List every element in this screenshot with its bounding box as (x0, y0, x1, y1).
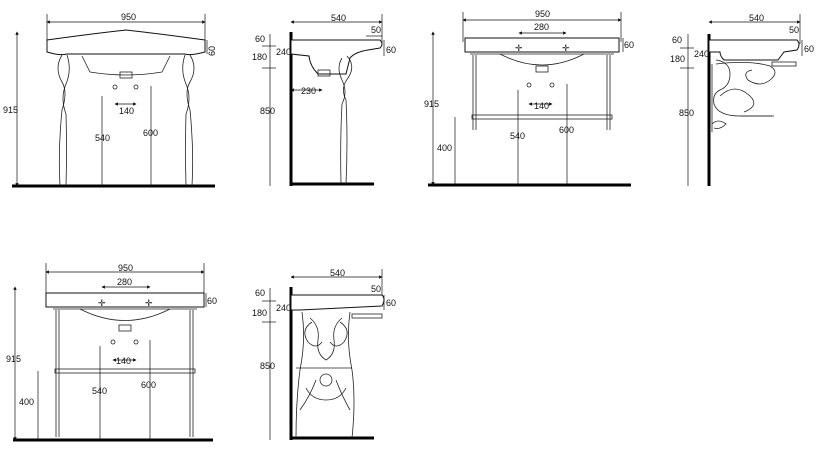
dim-600: 600 (141, 380, 156, 390)
view-front-classic-legs: 950 140 540 600 915 60 (3, 12, 217, 188)
dim-holes: 140 (116, 356, 131, 366)
dim-top-h: 60 (255, 288, 265, 298)
svg-text:✛: ✛ (562, 43, 570, 53)
dim-shelf: 400 (437, 143, 452, 153)
dim-gap: 180 (670, 54, 685, 64)
dim-holes: 140 (534, 101, 549, 111)
dim-540: 540 (92, 386, 107, 396)
dim-width: 950 (121, 12, 136, 22)
svg-text:✛: ✛ (515, 43, 523, 53)
dim-holes-w: 280 (117, 277, 132, 287)
dim-basin-h: 60 (624, 40, 634, 50)
dim-holes: 140 (119, 106, 134, 116)
dim-width: 950 (535, 9, 550, 19)
svg-text:✛: ✛ (145, 298, 153, 308)
dim-front-h: 60 (386, 45, 396, 55)
dim-top-h: 60 (255, 34, 265, 44)
dim-gap: 180 (252, 308, 267, 318)
dim-height: 850 (260, 106, 275, 116)
dim-depth: 540 (749, 13, 764, 23)
dim-front-h: 60 (386, 298, 396, 308)
dim-height: 850 (260, 361, 275, 371)
dim-width: 950 (118, 263, 133, 273)
dim-600: 600 (143, 128, 158, 138)
svg-text:✛: ✛ (98, 298, 106, 308)
dim-holes-w: 280 (534, 22, 549, 32)
dim-depth: 540 (331, 13, 346, 23)
view-front-metal-frame: 950 280 ✛ ✛ 140 540 600 915 400 60 (424, 9, 634, 187)
view-side-ornate-frame: 540 50 60 180 240 850 60 (252, 268, 396, 440)
dim-gap: 180 (252, 52, 267, 62)
dim-top-off: 50 (371, 284, 381, 294)
dim-depth: 540 (330, 268, 345, 278)
dim-basin-h: 60 (207, 46, 217, 56)
dim-height: 915 (424, 99, 439, 109)
dim-bottom: 230 (301, 86, 316, 96)
dim-top-off: 50 (789, 25, 799, 35)
dim-top-h2: 240 (276, 47, 291, 57)
dim-front-h: 60 (804, 44, 814, 54)
dim-top-off: 50 (371, 25, 381, 35)
view-side-scroll-bracket: 540 50 60 180 240 850 60 (670, 13, 814, 186)
dim-height: 915 (6, 354, 21, 364)
dim-600: 600 (559, 125, 574, 135)
dim-540: 540 (95, 133, 110, 143)
dim-basin-h: 60 (207, 296, 217, 306)
dim-540: 540 (510, 131, 525, 141)
dim-top-h2: 240 (694, 49, 709, 59)
dim-shelf: 400 (19, 397, 34, 407)
dim-top-h2: 240 (276, 303, 291, 313)
dim-height: 850 (679, 108, 694, 118)
view-side-classic-legs: 540 50 60 180 240 850 60 230 (252, 13, 396, 186)
dim-top-h: 60 (672, 35, 682, 45)
view-front-metal-frame-2: 950 280 ✛ ✛ 140 540 600 915 400 60 (6, 263, 217, 442)
dim-height: 915 (3, 105, 18, 115)
